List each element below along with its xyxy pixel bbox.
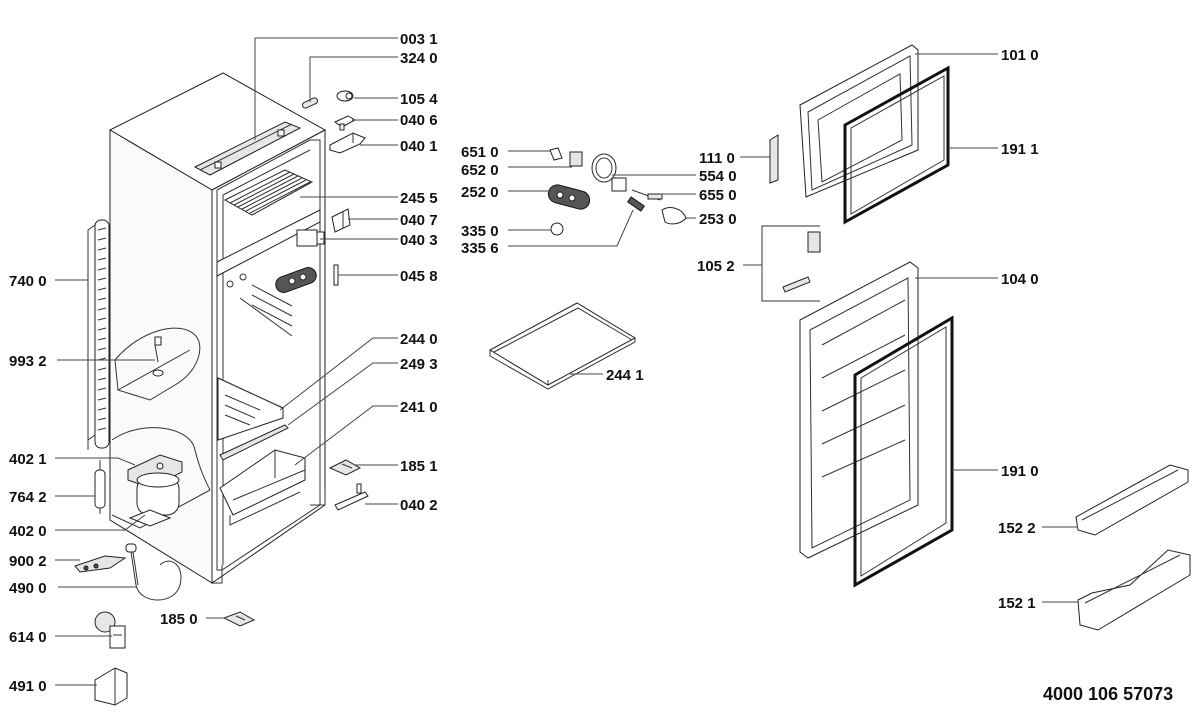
label-101-0: 101 0 — [1001, 47, 1039, 64]
label-185-0: 185 0 — [160, 611, 198, 628]
spring — [627, 196, 645, 212]
label-040-6: 040 6 — [400, 112, 438, 129]
label-244-1: 244 1 — [606, 367, 644, 384]
label-490-0: 490 0 — [9, 580, 47, 597]
middle-hinge — [296, 229, 325, 247]
adjustable-foot — [222, 611, 256, 627]
door-shelf-small — [1075, 464, 1189, 536]
thermostat-knob — [550, 222, 564, 236]
leader-lines — [55, 37, 1078, 686]
freezer-door-gasket — [843, 65, 950, 225]
crisper-drawer — [219, 449, 306, 526]
hinge-pin — [333, 264, 339, 286]
lamp-holder — [549, 147, 563, 161]
thermostat-housing — [547, 184, 591, 210]
fridge-door — [799, 261, 919, 559]
glass-shelf — [217, 377, 289, 461]
cabinet-thermostat-housing — [275, 267, 317, 293]
evaporator-tray — [114, 327, 201, 401]
label-491-0: 491 0 — [9, 678, 47, 695]
label-249-3: 249 3 — [400, 356, 438, 373]
label-651-0: 651 0 — [461, 144, 499, 161]
label-111-0: 111 0 — [699, 150, 735, 167]
label-104-0: 104 0 — [1001, 271, 1039, 288]
label-402-1: 402 1 — [9, 451, 47, 468]
label-040-2: 040 2 — [400, 497, 438, 514]
label-152-2: 152 2 — [998, 520, 1036, 537]
document-code: 4000 106 57073 — [1043, 684, 1173, 704]
bottom-hinge — [334, 483, 369, 511]
lamp-ring — [591, 153, 617, 183]
label-191-1: 191 1 — [1001, 141, 1039, 158]
hinge-bushing — [336, 90, 354, 102]
glass-shelf-with-frame — [488, 302, 637, 390]
lamp-cover — [661, 207, 687, 225]
label-241-0: 241 0 — [400, 399, 438, 416]
hinge-plate — [334, 115, 357, 131]
part-labels: 003 1 324 0 105 4 040 6 040 1 245 5 040 … — [9, 31, 1173, 704]
label-614-0: 614 0 — [9, 629, 47, 646]
label-252-0: 252 0 — [461, 184, 499, 201]
middle-hinge-bracket — [331, 208, 351, 233]
label-244-0: 244 0 — [400, 331, 438, 348]
fridge-door-gasket — [853, 315, 954, 588]
foot — [328, 459, 362, 476]
label-045-8: 045 8 — [400, 268, 438, 285]
freezer-door — [799, 44, 919, 198]
label-554-0: 554 0 — [699, 168, 737, 185]
starter-relay — [94, 611, 126, 649]
label-993-2: 993 2 — [9, 353, 47, 370]
label-335-6: 335 6 — [461, 240, 499, 257]
label-040-3: 040 3 — [400, 232, 438, 249]
label-245-5: 245 5 — [400, 190, 438, 207]
label-764-2: 764 2 — [9, 489, 47, 506]
label-652-0: 652 0 — [461, 162, 499, 179]
thermostat-sensor — [631, 189, 663, 201]
label-253-0: 253 0 — [699, 211, 737, 228]
label-335-0: 335 0 — [461, 223, 499, 240]
handle-kit — [761, 225, 821, 302]
label-105-2: 105 2 — [697, 258, 735, 275]
condenser — [87, 219, 110, 450]
label-324-0: 324 0 — [400, 50, 438, 67]
label-191-0: 191 0 — [1001, 463, 1039, 480]
label-900-2: 900 2 — [9, 553, 47, 570]
label-040-1: 040 1 — [400, 138, 438, 155]
relay-cover — [94, 667, 128, 706]
top-hinge-cover-strip — [193, 121, 302, 176]
wire-shelf — [223, 169, 314, 216]
hinge-cap — [301, 97, 319, 109]
label-152-1: 152 1 — [998, 595, 1036, 612]
power-cord — [125, 543, 182, 601]
label-003-1: 003 1 — [400, 31, 438, 48]
relay-kit — [74, 555, 127, 573]
top-hinge — [329, 132, 366, 154]
compressor — [128, 472, 180, 527]
label-185-1: 185 1 — [400, 458, 438, 475]
label-655-0: 655 0 — [699, 187, 737, 204]
label-740-0: 740 0 — [9, 273, 47, 290]
door-handle — [769, 134, 779, 184]
door-shelf-bottle — [1077, 549, 1191, 631]
compressor-bay — [111, 427, 211, 529]
label-040-7: 040 7 — [400, 212, 438, 229]
lamp-socket — [611, 177, 627, 192]
label-105-4: 105 4 — [400, 91, 438, 108]
filter-drier — [94, 460, 106, 514]
label-402-0: 402 0 — [9, 523, 47, 540]
switch — [569, 151, 583, 167]
